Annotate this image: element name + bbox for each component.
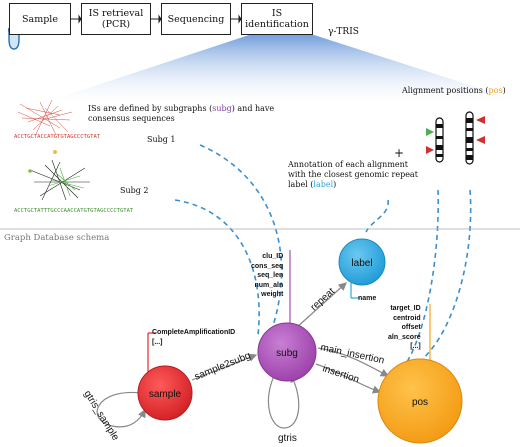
sample-properties: CompleteAmplificationID [...] <box>152 329 236 346</box>
alignment-positions-text: Alignment positions (pos) <box>402 86 506 95</box>
edge-gtris-loop <box>267 373 300 429</box>
edge-label-repeat: repeat <box>309 286 338 313</box>
edge-sample2subg <box>191 353 258 381</box>
subgraph-network-1 <box>17 99 73 136</box>
zoom-cone <box>52 35 516 100</box>
node-sample-label: sample <box>149 389 182 400</box>
node-sample[interactable] <box>137 365 193 421</box>
edge-label-sample2subg: sample2subg <box>193 350 252 382</box>
edge-label-gtris: gtris <box>278 433 297 444</box>
chromosome-icon-2 <box>465 111 485 165</box>
edge-repeat <box>295 282 347 329</box>
node-subg[interactable] <box>257 322 317 382</box>
subg-2-label: Subg 2 <box>120 186 149 195</box>
label-keyword: label <box>313 180 334 189</box>
step-sequencing: Sequencing <box>161 3 231 35</box>
is-definition-text: ISs are defined by subgraphs (subg) and … <box>88 104 275 123</box>
node-subg-label: subg <box>276 348 298 359</box>
label-annotation-text: Annotation of each alignment with the cl… <box>288 160 418 189</box>
edge-insertion <box>315 363 382 394</box>
edge-label-insertion: insertion <box>321 363 360 385</box>
subg-1-label: Subg 1 <box>147 135 176 144</box>
step-is-retrieval: IS retrieval (PCR) <box>81 3 151 35</box>
subg-properties: clu_ID cons_seq seq_len num_aln weight <box>251 253 284 298</box>
chromosome-icon-1 <box>426 117 444 163</box>
sequence-2: ACCTGCTATTTGCCCAACCATGTGTAGCCCCTGTAT <box>14 208 134 214</box>
sequence-1: ACCTGCTACCATGTGTAGCCCTGTAT <box>14 134 101 140</box>
subgraph-network-2 <box>28 150 90 201</box>
node-label-label: label <box>351 258 372 269</box>
subg-keyword: subg <box>212 104 232 113</box>
pos-keyword: pos <box>488 86 503 95</box>
edge-label-gtris-sample: gtris_sample <box>81 389 121 443</box>
plus-sign: + <box>394 146 405 160</box>
pipeline-arrows <box>71 14 242 24</box>
edge-gtris-sample-loop <box>96 391 146 428</box>
node-pos-label: pos <box>412 397 428 408</box>
edge-main-insertion <box>317 347 390 377</box>
node-pos[interactable] <box>377 358 463 444</box>
node-label[interactable] <box>338 238 386 286</box>
schema-title: Graph Database schema <box>4 233 110 243</box>
label-properties: name <box>358 295 377 302</box>
pos-properties: target_ID centroid offset aln_score [...… <box>388 305 421 350</box>
tool-name: γ-TRIS <box>328 27 359 37</box>
edge-label-main-insertion: main_insertion <box>319 342 385 366</box>
step-sample: Sample <box>9 3 71 35</box>
dashed-connectors <box>174 144 472 366</box>
